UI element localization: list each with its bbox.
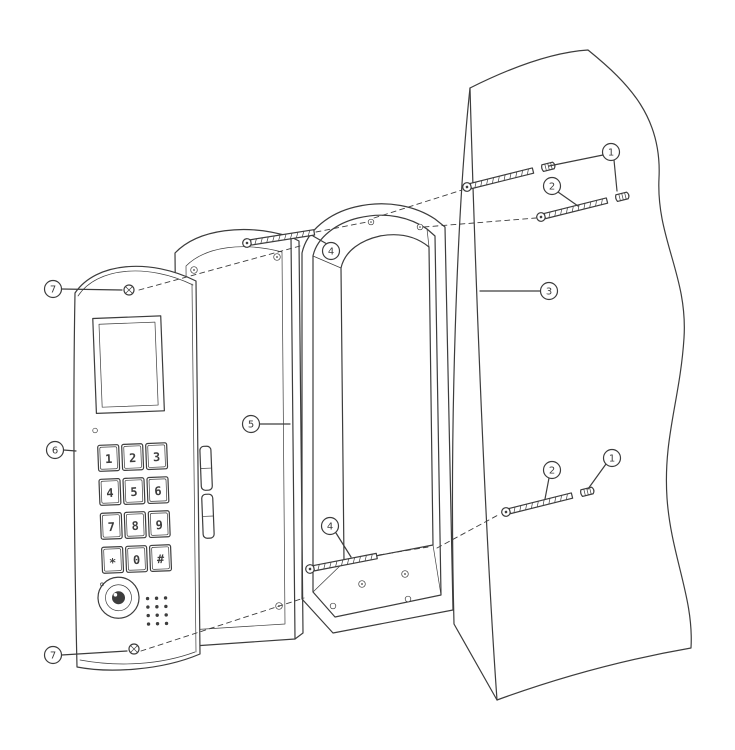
camera-lens	[97, 576, 140, 619]
callout-number: 1	[608, 148, 614, 159]
keypad-key-9[interactable]: 9	[147, 510, 171, 539]
keypad-key-5[interactable]: 5	[122, 477, 146, 505]
wall-face	[469, 49, 692, 701]
keypad-key-label: 4	[106, 486, 114, 500]
keypad-key-7[interactable]: 7	[99, 512, 123, 540]
keypad-key-label: 2	[129, 451, 137, 465]
callout-2-mid: 2	[542, 460, 562, 500]
callout-5: 5	[241, 414, 291, 434]
callout-number: 4	[328, 247, 334, 258]
callout-7-top: 7	[43, 279, 123, 299]
keypad-key-8[interactable]: 8	[123, 511, 147, 539]
callout-3: 3	[479, 281, 559, 301]
display-screen	[92, 315, 165, 415]
callout-number: 2	[549, 466, 555, 477]
alignment-dashed-lines	[138, 189, 537, 652]
box-bottom-screw-holes	[358, 570, 409, 588]
hinge	[199, 445, 215, 539]
callout-1-mid: 1	[587, 448, 622, 490]
callout-number: 2	[549, 182, 555, 193]
keypad-key-label: *	[109, 556, 117, 570]
keypad-key-star[interactable]: *	[101, 546, 125, 574]
mounting-box	[301, 203, 454, 634]
callout-number: 7	[50, 285, 56, 296]
callout-number: 7	[50, 651, 56, 662]
keypad-key-label: 9	[155, 518, 163, 532]
keypad-key-2[interactable]: 2	[121, 443, 145, 471]
keypad-key-label: 1	[105, 452, 113, 466]
front-panel: 1 2 3 4 5 6 7 8 9 * 0 #	[73, 265, 215, 671]
keypad-key-label: #	[157, 552, 166, 566]
callout-number: 4	[327, 522, 333, 533]
callout-7-bottom: 7	[43, 645, 128, 665]
callout-2-top: 2	[542, 176, 579, 207]
keypad-key-0[interactable]: 0	[125, 545, 149, 573]
callout-1-top: 1	[548, 142, 621, 192]
keypad-key-hash[interactable]: #	[149, 544, 173, 572]
callout-number: 5	[248, 420, 254, 431]
keypad-key-4[interactable]: 4	[98, 478, 122, 506]
callout-4-top: 4	[312, 235, 341, 261]
wall-side-edge	[451, 87, 498, 701]
box-outline	[301, 203, 454, 634]
keypad-key-label: 5	[130, 485, 138, 499]
callout-4-bottom: 4	[320, 516, 352, 558]
keypad-key-label: 6	[154, 484, 162, 498]
callout-number: 1	[609, 454, 615, 465]
box-front-rim	[312, 214, 442, 618]
keypad-key-label: 8	[131, 519, 139, 533]
keypad-key-3[interactable]: 3	[145, 442, 169, 471]
panel-screw-top	[123, 284, 135, 296]
callout-number: 6	[52, 446, 58, 457]
panel-screw-bottom	[128, 643, 140, 655]
box-depth-lines	[312, 228, 442, 596]
callout-number: 3	[546, 287, 552, 298]
callout-6: 6	[45, 440, 77, 460]
back-panel-thickness	[290, 236, 304, 640]
microphone-hole	[92, 427, 98, 434]
back-panel-inner-border	[185, 246, 286, 631]
box-rim-screw-holes	[329, 218, 424, 610]
keypad-key-6[interactable]: 6	[146, 476, 170, 505]
speaker-grille	[145, 596, 169, 626]
keypad-key-label: 3	[153, 450, 161, 464]
keypad-key-1[interactable]: 1	[97, 444, 121, 472]
keypad-key-label: 0	[133, 553, 141, 567]
front-panel-edge-lines	[77, 270, 197, 665]
keypad: 1 2 3 4 5 6 7 8 9 * 0 #	[97, 442, 173, 574]
wall	[451, 49, 692, 701]
keypad-key-label: 7	[107, 520, 115, 534]
